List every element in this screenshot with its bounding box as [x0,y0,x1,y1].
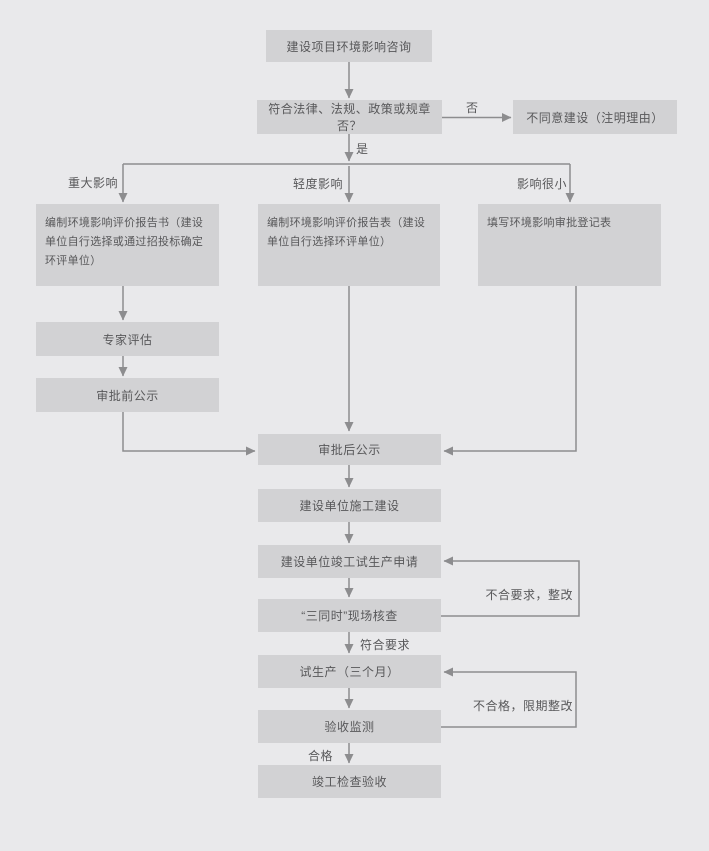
node-expert-review: 专家评估 [36,322,219,356]
node-trial-apply: 建设单位竣工试生产申请 [258,545,441,578]
node-construction: 建设单位施工建设 [258,489,441,522]
edge-label-qualified: 合格 [307,749,333,763]
edge-label-meets-requirements: 符合要求 [360,638,411,652]
edge-label-yes: 是 [356,142,369,156]
node-decision: 符合法律、法规、政策或规章否？ [257,100,442,134]
node-post-publicity: 审批后公示 [258,434,441,465]
node-disagree: 不同意建设（注明理由） [513,100,677,134]
node-final-accept: 竣工检查验收 [258,765,441,798]
edge-label-small-impact: 影响很小 [517,177,568,191]
edge-rework-loop-sitecheck [441,556,580,617]
node-report-form: 编制环境影响评价报告表（建设单位自行选择环评单位） [258,204,440,286]
edge-label-major-impact: 重大影响 [67,176,118,190]
edge-label-unqualified-rectify: 不合格，限期整改 [472,699,573,713]
node-register-form: 填写环境影响审批登记表 [478,204,661,286]
node-pre-publicity: 审批前公示 [36,378,219,412]
edge-label-no: 否 [466,101,479,115]
edge-rework-loop-monitor [441,667,577,728]
edge-prepublicity-to-postpublicity [122,412,256,456]
edge-label-rework-rectify: 不合要求，整改 [485,588,573,602]
node-site-check: “三同时”现场核查 [258,599,441,632]
node-consult: 建设项目环境影响咨询 [266,30,432,62]
node-report-book: 编制环境影响评价报告书（建设单位自行选择或通过招投标确定环评单位） [36,204,219,286]
edge-registerform-to-postpublicity [443,286,577,456]
node-accept-monitor: 验收监测 [258,710,441,743]
edge-label-light-impact: 轻度影响 [293,177,344,191]
node-trial-production: 试生产（三个月） [258,655,441,688]
